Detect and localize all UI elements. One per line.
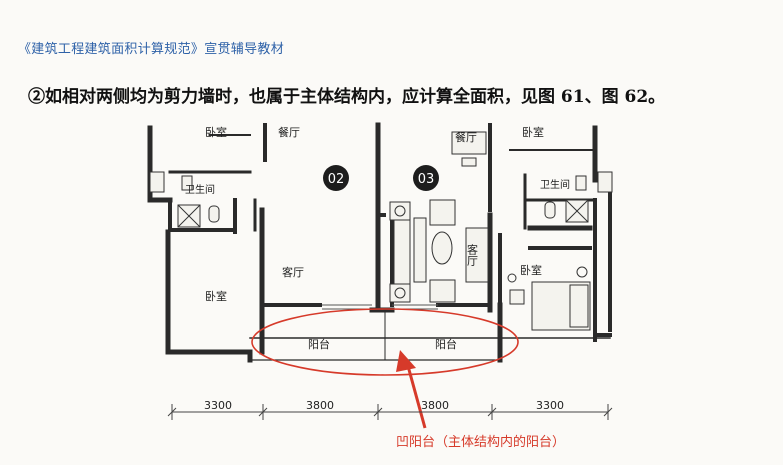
room-balcony-left: 阳台 xyxy=(308,337,330,351)
room-bath-right: 卫生间 xyxy=(540,178,570,191)
room-bedroom-right: 卧室 xyxy=(520,263,542,277)
document-header: 《建筑工程建筑面积计算规范》宣贯辅导教材 xyxy=(18,42,285,57)
fixtures xyxy=(149,131,613,331)
dimension-line xyxy=(167,404,613,420)
unit-02-label: 02 xyxy=(328,172,345,187)
dimension-1: 3300 xyxy=(204,399,232,412)
room-bedroom-left: 卧室 xyxy=(205,289,227,303)
room-living-left: 客厅 xyxy=(282,265,304,279)
balcony-highlight-ellipse xyxy=(251,308,519,376)
dimension-3: 3800 xyxy=(421,399,449,412)
unit-03-label: 03 xyxy=(418,172,435,187)
room-dining-right: 餐厅 xyxy=(455,130,477,144)
walls xyxy=(147,122,613,363)
room-dining-left: 餐厅 xyxy=(278,125,300,139)
paragraph-text: ②如相对两侧均为剪力墙时，也属于主体结构内，应计算全面积，见图 61、图 62。 xyxy=(28,87,666,107)
annotation-label: 凹阳台（主体结构内的阳台） xyxy=(396,434,565,450)
room-bedroom-top-left: 卧室 xyxy=(205,125,227,139)
annotation-arrow xyxy=(396,350,427,429)
room-balcony-right: 阳台 xyxy=(435,337,457,351)
dimension-2: 3800 xyxy=(306,399,334,412)
unit-badge-03: 03 xyxy=(413,165,439,191)
dimension-4: 3300 xyxy=(536,399,564,412)
unit-badge-02: 02 xyxy=(323,165,349,191)
room-bedroom-top-right: 卧室 xyxy=(522,125,544,139)
room-living-right: 客厅 xyxy=(466,243,479,266)
room-bath-left: 卫生间 xyxy=(185,183,215,196)
